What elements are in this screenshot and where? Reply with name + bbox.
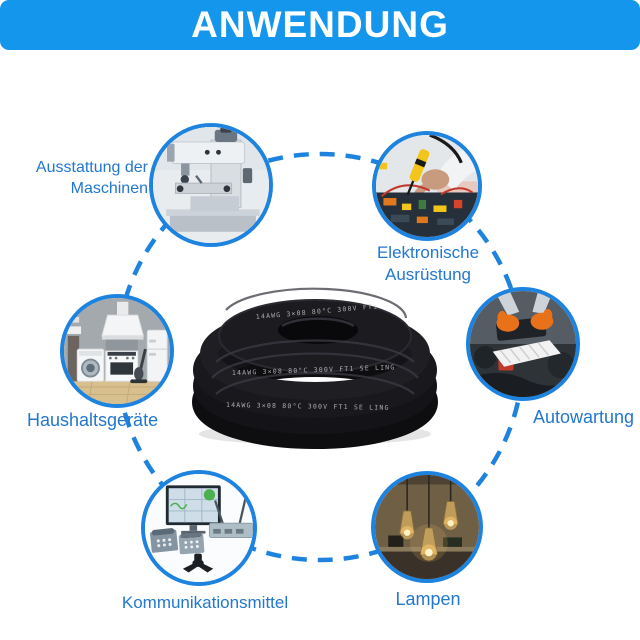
application-label-haushalt: Haushaltsgeräte <box>27 410 159 430</box>
pendant-lamps-image <box>375 475 479 579</box>
electronics-repair-image <box>376 135 478 237</box>
communication-devices-image <box>145 474 253 582</box>
label-line: Maschinen <box>70 180 148 197</box>
application-label-kommunikation: Kommunikationsmittel <box>121 593 289 612</box>
application-badge-lampen <box>371 471 483 583</box>
application-badge-haushalt <box>60 294 174 408</box>
application-label-elektronik: Elektronische Ausrüstung <box>352 242 504 286</box>
cable-marking-text: 14AWG 3×08 80°C 300V FT1 SE LING <box>226 401 390 412</box>
page-title: ANWENDUNG <box>191 4 449 45</box>
label-line: Elektronische <box>376 243 480 262</box>
application-label-lampen: Lampen <box>395 589 461 609</box>
application-badge-kommunikation <box>141 470 257 586</box>
application-badge-maschinen <box>149 123 273 247</box>
label-line: Ausstattung der <box>35 159 148 176</box>
application-badge-elektronik <box>372 131 482 241</box>
cable-coil-image: 14AWG 3×08 80°C 300V FT1 SE LING 14AWG 3… <box>192 287 438 449</box>
label-line: Ausrüstung <box>385 265 471 284</box>
header-banner: ANWENDUNG <box>0 0 640 50</box>
household-appliances-image <box>64 298 170 404</box>
car-maintenance-image <box>470 291 576 397</box>
application-label-autowartung: Autowartung <box>533 407 635 427</box>
application-label-maschinen: Ausstattung der Maschinen <box>10 157 148 199</box>
application-badge-autowartung <box>466 287 580 401</box>
milling-machine-image <box>153 127 269 243</box>
